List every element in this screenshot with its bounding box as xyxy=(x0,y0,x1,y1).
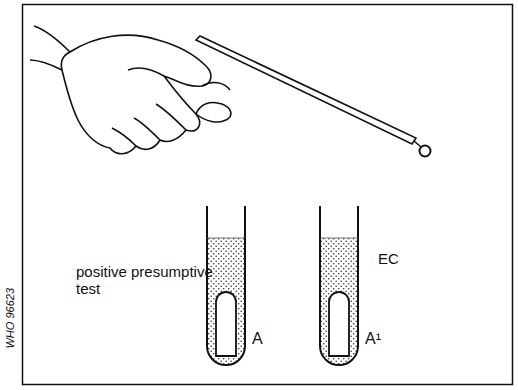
figure-number: WHO 96623 xyxy=(4,288,17,349)
inoculating-loop xyxy=(196,36,431,157)
test-tube xyxy=(320,206,358,365)
frame xyxy=(23,5,513,385)
tube-caption: positive presumptive test xyxy=(76,263,228,298)
durham-tube xyxy=(216,292,236,356)
hand xyxy=(30,26,231,154)
tube-letter: A xyxy=(252,330,263,348)
tube-letter: A¹ xyxy=(365,330,381,348)
durham-tube xyxy=(329,292,349,356)
test-tube xyxy=(207,206,245,365)
medium-name: EC xyxy=(378,250,399,267)
